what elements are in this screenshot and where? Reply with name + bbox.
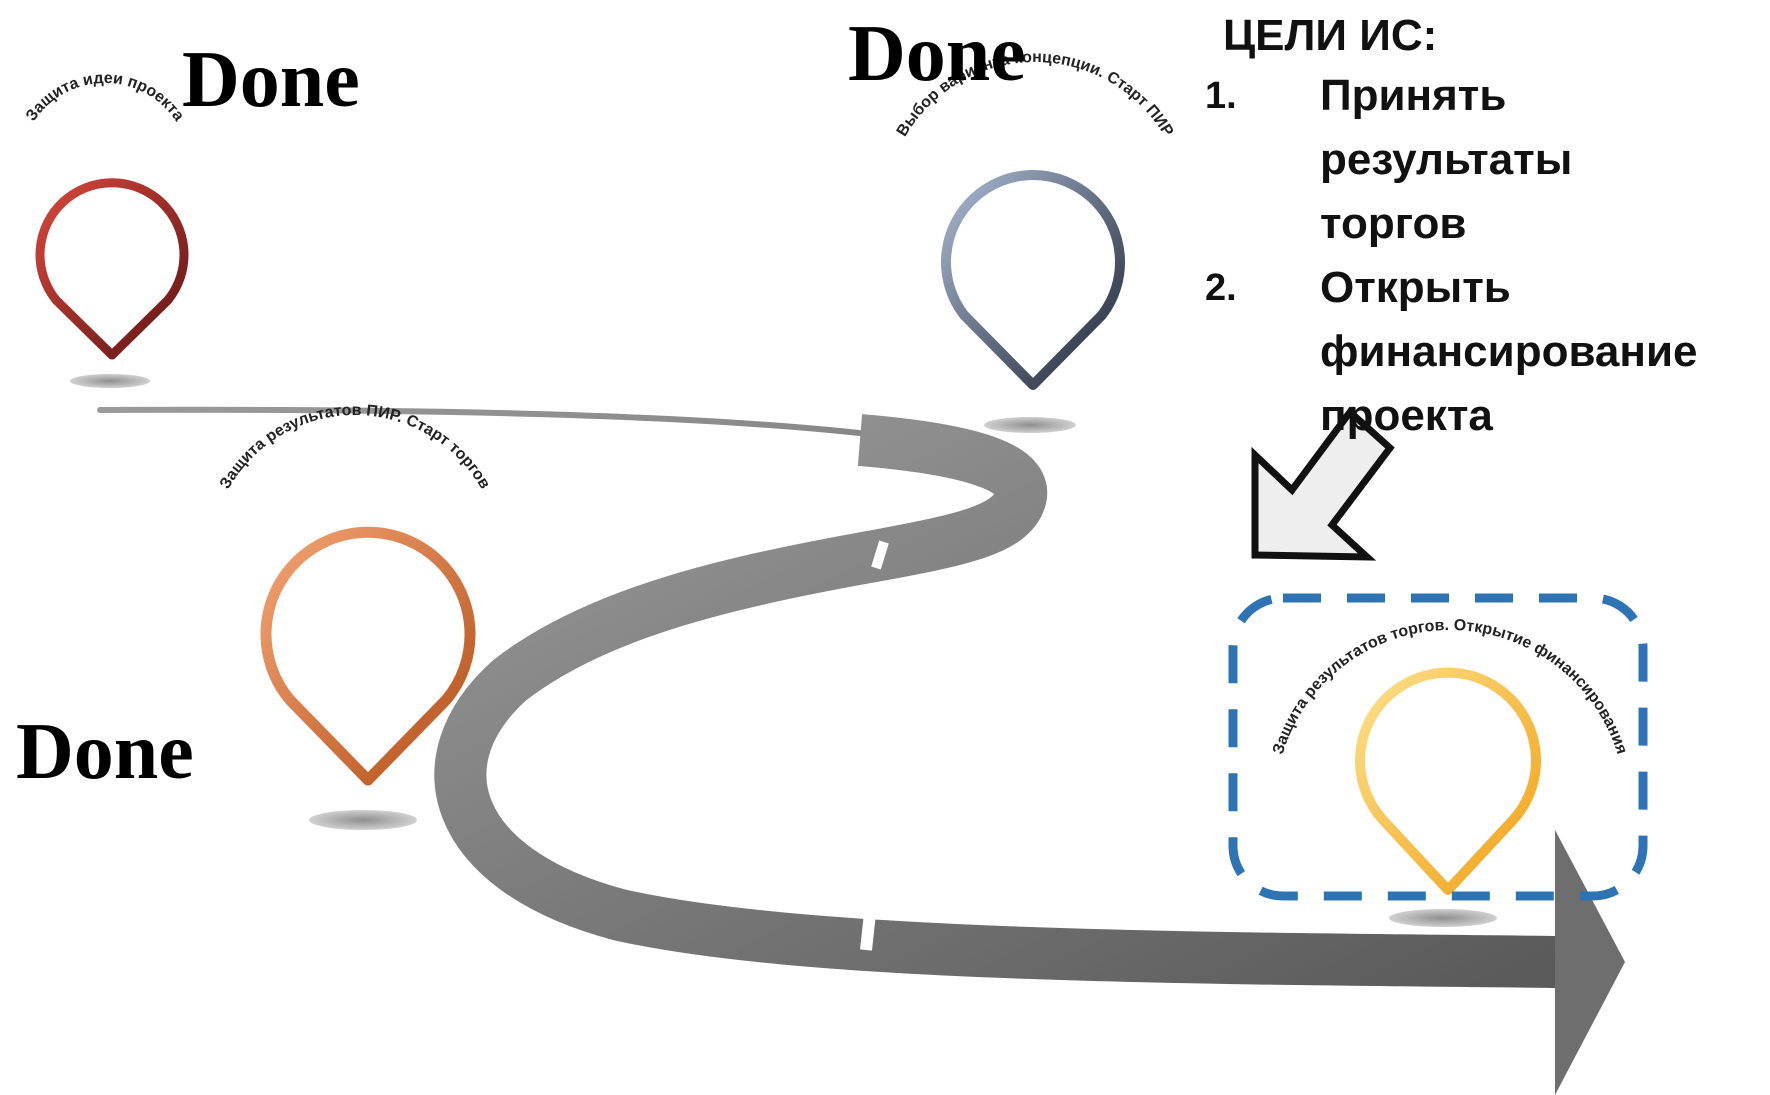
map-pin-icon [35,178,189,360]
road-lane-mark-1 [871,540,889,570]
goal-line: Открыть [1320,263,1511,312]
milestone-label-1: Защита идеи проекта [23,70,187,124]
goal-line: результаты [1320,135,1573,184]
pin-shadow-3 [309,810,417,830]
road-arrow-head [1555,830,1625,1095]
goal-line: Принять [1320,71,1507,120]
status-label-2: Done [848,10,1026,98]
road-wide-band [434,414,1561,988]
current-milestone-highlight [1228,593,1648,901]
map-pin-icon [941,170,1125,390]
milestone-pin-2: Выбор варианта концепции. Старт ПИР [894,49,1176,390]
milestone-pin-4: Защита результатов торгов. Открытие фина… [1270,617,1630,895]
callout-arrow-icon [1251,406,1395,561]
map-pin-icon [1355,667,1541,895]
goal-line: проекта [1320,391,1493,440]
goals-panel: ЦЕЛИ ИС: 1. Принять результаты торгов 2.… [1205,8,1765,448]
goal-line: финансирование [1320,327,1698,376]
svg-text:Защита идеи проекта: Защита идеи проекта [23,70,187,124]
goal-number: 2. [1205,267,1237,309]
status-label-3: Done [16,708,194,796]
pin-shadow-1 [70,374,150,388]
svg-text:Защита результатов ПИР. Старт: Защита результатов ПИР. Старт торгов [217,402,493,492]
road [97,406,1625,1095]
status-label-1: Done [182,36,360,124]
goal-line: торгов [1320,199,1467,248]
milestone-pin-1: Защита идеи проекта [23,70,189,360]
goal-item-2: 2. Открыть финансирование проекта [1205,256,1765,448]
road-lane-mark-2 [860,894,878,951]
milestone-label-3: Защита результатов ПИР. Старт торгов [217,402,493,492]
map-pin-icon [260,526,476,786]
milestone-label-4: Защита результатов торгов. Открытие фина… [1270,617,1630,756]
svg-text:Защита результатов торгов. Отк: Защита результатов торгов. Открытие фина… [1270,617,1630,756]
goals-title: ЦЕЛИ ИС: [1223,11,1438,60]
goal-item-1: 1. Принять результаты торгов [1205,64,1765,256]
pin-shadow-2 [984,417,1076,433]
pin-shadow-4 [1389,909,1497,927]
goal-number: 1. [1205,75,1237,117]
